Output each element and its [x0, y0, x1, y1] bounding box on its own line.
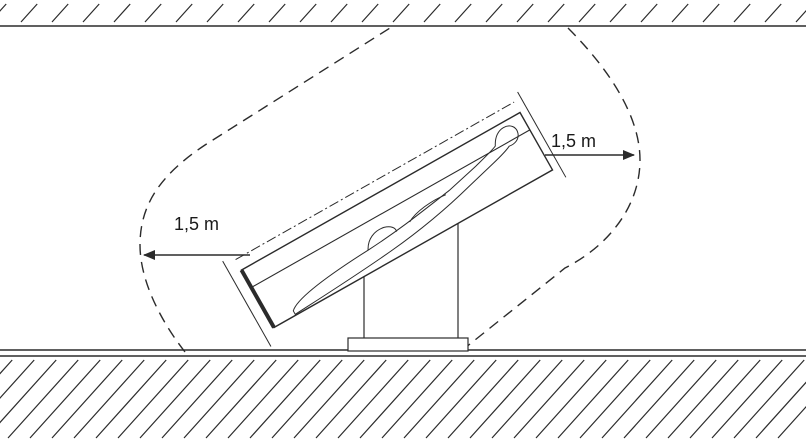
extension-line-top — [235, 101, 515, 261]
hatch-line — [777, 405, 806, 439]
ceiling — [0, 3, 806, 27]
hatch-line — [268, 3, 286, 23]
hatch-line — [645, 359, 717, 439]
hatch-line — [0, 3, 7, 12]
hatch-line — [447, 359, 519, 439]
clearance-label-right: 1,5 m — [551, 131, 597, 151]
hatch-line — [95, 359, 167, 439]
hatch-line — [392, 3, 410, 23]
hatch-line — [51, 3, 69, 23]
hatch-line — [359, 359, 431, 439]
table-support — [347, 222, 469, 352]
hatch-line — [601, 359, 673, 439]
hatch-line — [579, 359, 651, 439]
tilted-table — [222, 91, 567, 347]
hatch-line — [117, 359, 189, 439]
hatch-line — [249, 359, 321, 439]
hatch-line — [227, 359, 299, 439]
patient-outline — [292, 125, 519, 316]
hatch-line — [299, 3, 317, 23]
hatch-line — [73, 359, 145, 439]
hatch-line — [755, 381, 806, 439]
limit-line-left — [222, 260, 272, 347]
hatch-line — [403, 359, 475, 439]
hatch-line — [82, 3, 100, 23]
hatch-line — [609, 3, 627, 23]
base-plate — [347, 337, 469, 352]
hatch-line — [337, 359, 409, 439]
hatch-line — [516, 3, 534, 23]
hatch-line — [205, 359, 277, 439]
hatch-line — [485, 3, 503, 23]
hatch-line — [423, 3, 441, 23]
hatch-line — [175, 3, 193, 23]
floor — [0, 349, 806, 439]
hatch-line — [144, 3, 162, 23]
hatch-line — [667, 359, 739, 439]
hatch-line — [454, 3, 472, 23]
hatch-line — [361, 3, 379, 23]
hatch-line — [795, 9, 806, 23]
table-frame — [240, 111, 554, 329]
hatch-line — [764, 3, 782, 23]
hatch-line — [671, 3, 689, 23]
hatch-line — [547, 3, 565, 23]
hatch-line — [513, 359, 585, 439]
hatch-line — [733, 3, 751, 23]
hatch-line — [51, 359, 123, 439]
hatch-line — [271, 359, 343, 439]
hatch-line — [557, 359, 629, 439]
hatch-line — [315, 359, 387, 439]
hatch-line — [425, 359, 497, 439]
hatch-line — [381, 359, 453, 439]
hatch-line — [293, 359, 365, 439]
hatch-line — [733, 359, 805, 439]
hatch-line — [535, 359, 607, 439]
hatch-line — [7, 359, 79, 439]
hatch-line — [0, 359, 13, 375]
hatch-line — [689, 359, 761, 439]
hatch-line — [29, 359, 101, 439]
hatch-line — [578, 3, 596, 23]
ceiling-hatch — [0, 3, 806, 23]
hatch-line — [330, 3, 348, 23]
hatch-line — [183, 359, 255, 439]
hatch-line — [113, 3, 131, 23]
hatch-line — [20, 3, 38, 23]
clearance-label-left: 1,5 m — [174, 214, 220, 234]
table-end-plate — [239, 269, 276, 329]
hatch-line — [640, 3, 658, 23]
hatch-line — [491, 359, 563, 439]
hatch-line — [0, 359, 57, 424]
hatch-line — [237, 3, 255, 23]
floor-hatch — [0, 359, 806, 439]
hatch-line — [206, 3, 224, 23]
dimension-arrows — [143, 150, 635, 260]
table-inner-line — [251, 129, 531, 288]
hatch-line — [711, 359, 783, 439]
clearance-envelope — [139, 27, 641, 353]
hatch-line — [469, 359, 541, 439]
limit-line-right — [517, 91, 567, 178]
hatch-line — [702, 3, 720, 23]
hatch-line — [161, 359, 233, 439]
hatch-line — [0, 359, 35, 399]
hatch-line — [139, 359, 211, 439]
hatch-line — [623, 359, 695, 439]
